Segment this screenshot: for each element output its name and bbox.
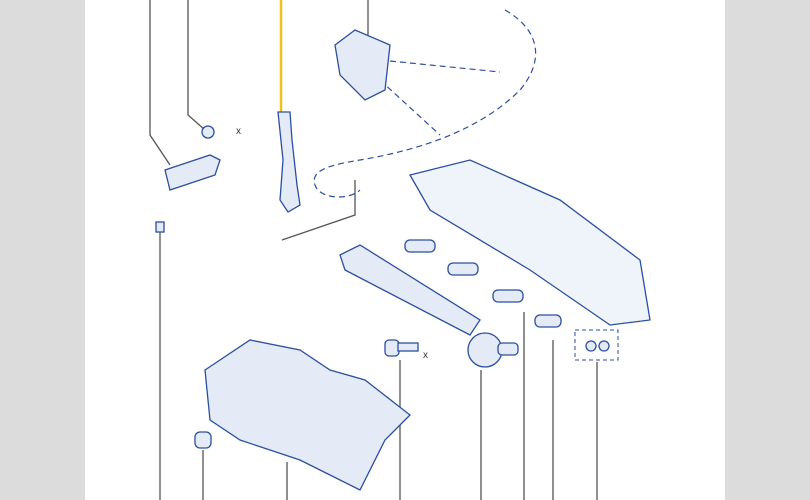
intake-manifold-part[interactable] bbox=[409, 159, 651, 326]
o-ring-part[interactable] bbox=[585, 340, 597, 352]
leader-line[interactable] bbox=[149, 0, 171, 166]
o-ring-box bbox=[574, 329, 619, 361]
bolt-shank-part[interactable] bbox=[397, 342, 419, 352]
sensor-part[interactable] bbox=[277, 111, 301, 213]
injector-part[interactable] bbox=[492, 289, 524, 303]
injector-part[interactable] bbox=[534, 314, 562, 328]
seal-part[interactable] bbox=[201, 125, 215, 139]
grommet-part[interactable] bbox=[194, 431, 212, 449]
arrow-dashed bbox=[379, 59, 501, 73]
regulator-part[interactable] bbox=[467, 332, 503, 368]
engine-cover-part[interactable] bbox=[204, 339, 411, 491]
leader-line[interactable] bbox=[187, 0, 206, 131]
dimension-label-x: x bbox=[423, 350, 428, 361]
injector-assembly-part[interactable] bbox=[164, 154, 221, 191]
regulator-outlet-part[interactable] bbox=[497, 342, 519, 356]
injectors bbox=[404, 239, 562, 328]
screw-part[interactable] bbox=[155, 221, 165, 233]
bracket-part[interactable] bbox=[334, 29, 391, 101]
arrow-dashed bbox=[379, 79, 441, 136]
injector-part[interactable] bbox=[404, 239, 436, 253]
dimension-label-x: x bbox=[236, 126, 241, 137]
hose-dashed bbox=[313, 9, 537, 198]
o-ring-part[interactable] bbox=[598, 340, 610, 352]
leader-line bbox=[281, 180, 356, 241]
bolt-part[interactable] bbox=[384, 339, 400, 357]
fuel-rail-part[interactable] bbox=[339, 244, 481, 336]
injector-part[interactable] bbox=[447, 262, 479, 276]
